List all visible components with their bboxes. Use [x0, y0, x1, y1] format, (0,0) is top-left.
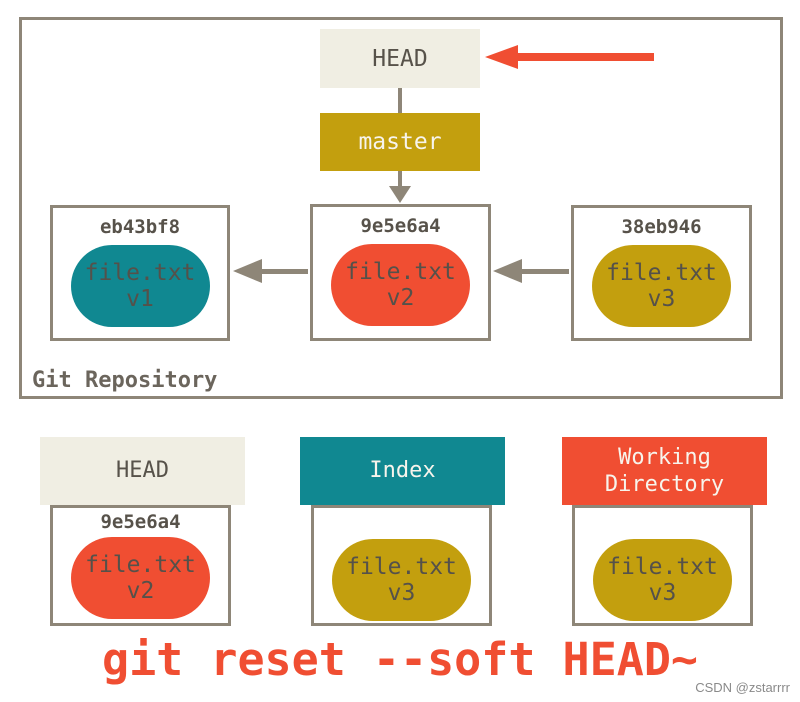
- csdn-watermark: CSDN @zstarrrr: [695, 680, 790, 695]
- master-branch-label: master: [358, 129, 442, 155]
- commit-box-eb43bf8: eb43bf8 file.txt v1: [50, 205, 230, 341]
- snapshot-index-header: Index: [300, 437, 505, 505]
- commit-hash: eb43bf8: [99, 216, 181, 238]
- snapshot-workdir-file-blob: file.txt v3: [593, 539, 732, 621]
- head-ref-box: HEAD: [320, 29, 480, 88]
- commit-box-38eb946: 38eb946 file.txt v3: [571, 205, 752, 341]
- file-name: file.txt: [345, 259, 456, 285]
- git-repository-box: Git Repository: [19, 17, 783, 399]
- master-to-commit-line: [398, 171, 402, 187]
- file-version: v1: [126, 286, 154, 312]
- file-version: v2: [386, 285, 415, 311]
- snapshot-index-body: file.txt v3: [311, 505, 492, 626]
- head-pointer-arrow-icon: [517, 53, 654, 61]
- snapshot-head-file-blob: file.txt v2: [71, 537, 210, 619]
- commit-box-9e5e6a4: 9e5e6a4 file.txt v2: [310, 204, 491, 341]
- parent-arrow-line: [262, 269, 308, 274]
- parent-arrow-line: [522, 269, 569, 274]
- snapshot-head-body: 9e5e6a4 file.txt v2: [50, 505, 231, 626]
- commit-hash: 9e5e6a4: [360, 215, 441, 237]
- file-blob-v2: file.txt v2: [331, 244, 470, 326]
- head-pointer-arrowhead-icon: [485, 45, 518, 69]
- master-to-commit-arrowhead-icon: [389, 186, 411, 203]
- file-blob-v1: file.txt v1: [70, 245, 210, 327]
- snapshot-workdir-title: Working Directory: [604, 444, 725, 498]
- file-name: file.txt: [85, 552, 196, 578]
- file-version: v3: [648, 580, 677, 606]
- master-branch-box: master: [320, 113, 480, 171]
- commit-hash: 38eb946: [621, 216, 702, 238]
- git-repository-label: Git Repository: [32, 368, 218, 393]
- snapshot-index-file-blob: file.txt v3: [332, 539, 471, 621]
- snapshot-workdir-body: file.txt v3: [572, 505, 753, 626]
- file-name: file.txt: [346, 554, 457, 580]
- parent-arrowhead-icon: [233, 259, 262, 283]
- file-blob-v3: file.txt v3: [592, 245, 731, 327]
- file-name: file.txt: [607, 554, 718, 580]
- parent-arrowhead-icon: [493, 259, 522, 283]
- file-version: v3: [387, 580, 416, 606]
- snapshot-head-title: HEAD: [116, 458, 169, 484]
- head-to-master-line: [398, 88, 402, 114]
- file-name: file.txt: [606, 260, 717, 286]
- snapshot-head-header: HEAD: [40, 437, 245, 505]
- git-command-caption: git reset --soft HEAD~: [101, 633, 699, 686]
- file-version: v3: [647, 286, 676, 312]
- file-version: v2: [126, 578, 155, 604]
- snapshot-head-hash: 9e5e6a4: [100, 511, 181, 533]
- snapshot-index-title: Index: [369, 458, 436, 484]
- file-name: file.txt: [84, 260, 196, 286]
- snapshot-workdir-header: Working Directory: [562, 437, 767, 505]
- head-ref-label: HEAD: [372, 45, 428, 72]
